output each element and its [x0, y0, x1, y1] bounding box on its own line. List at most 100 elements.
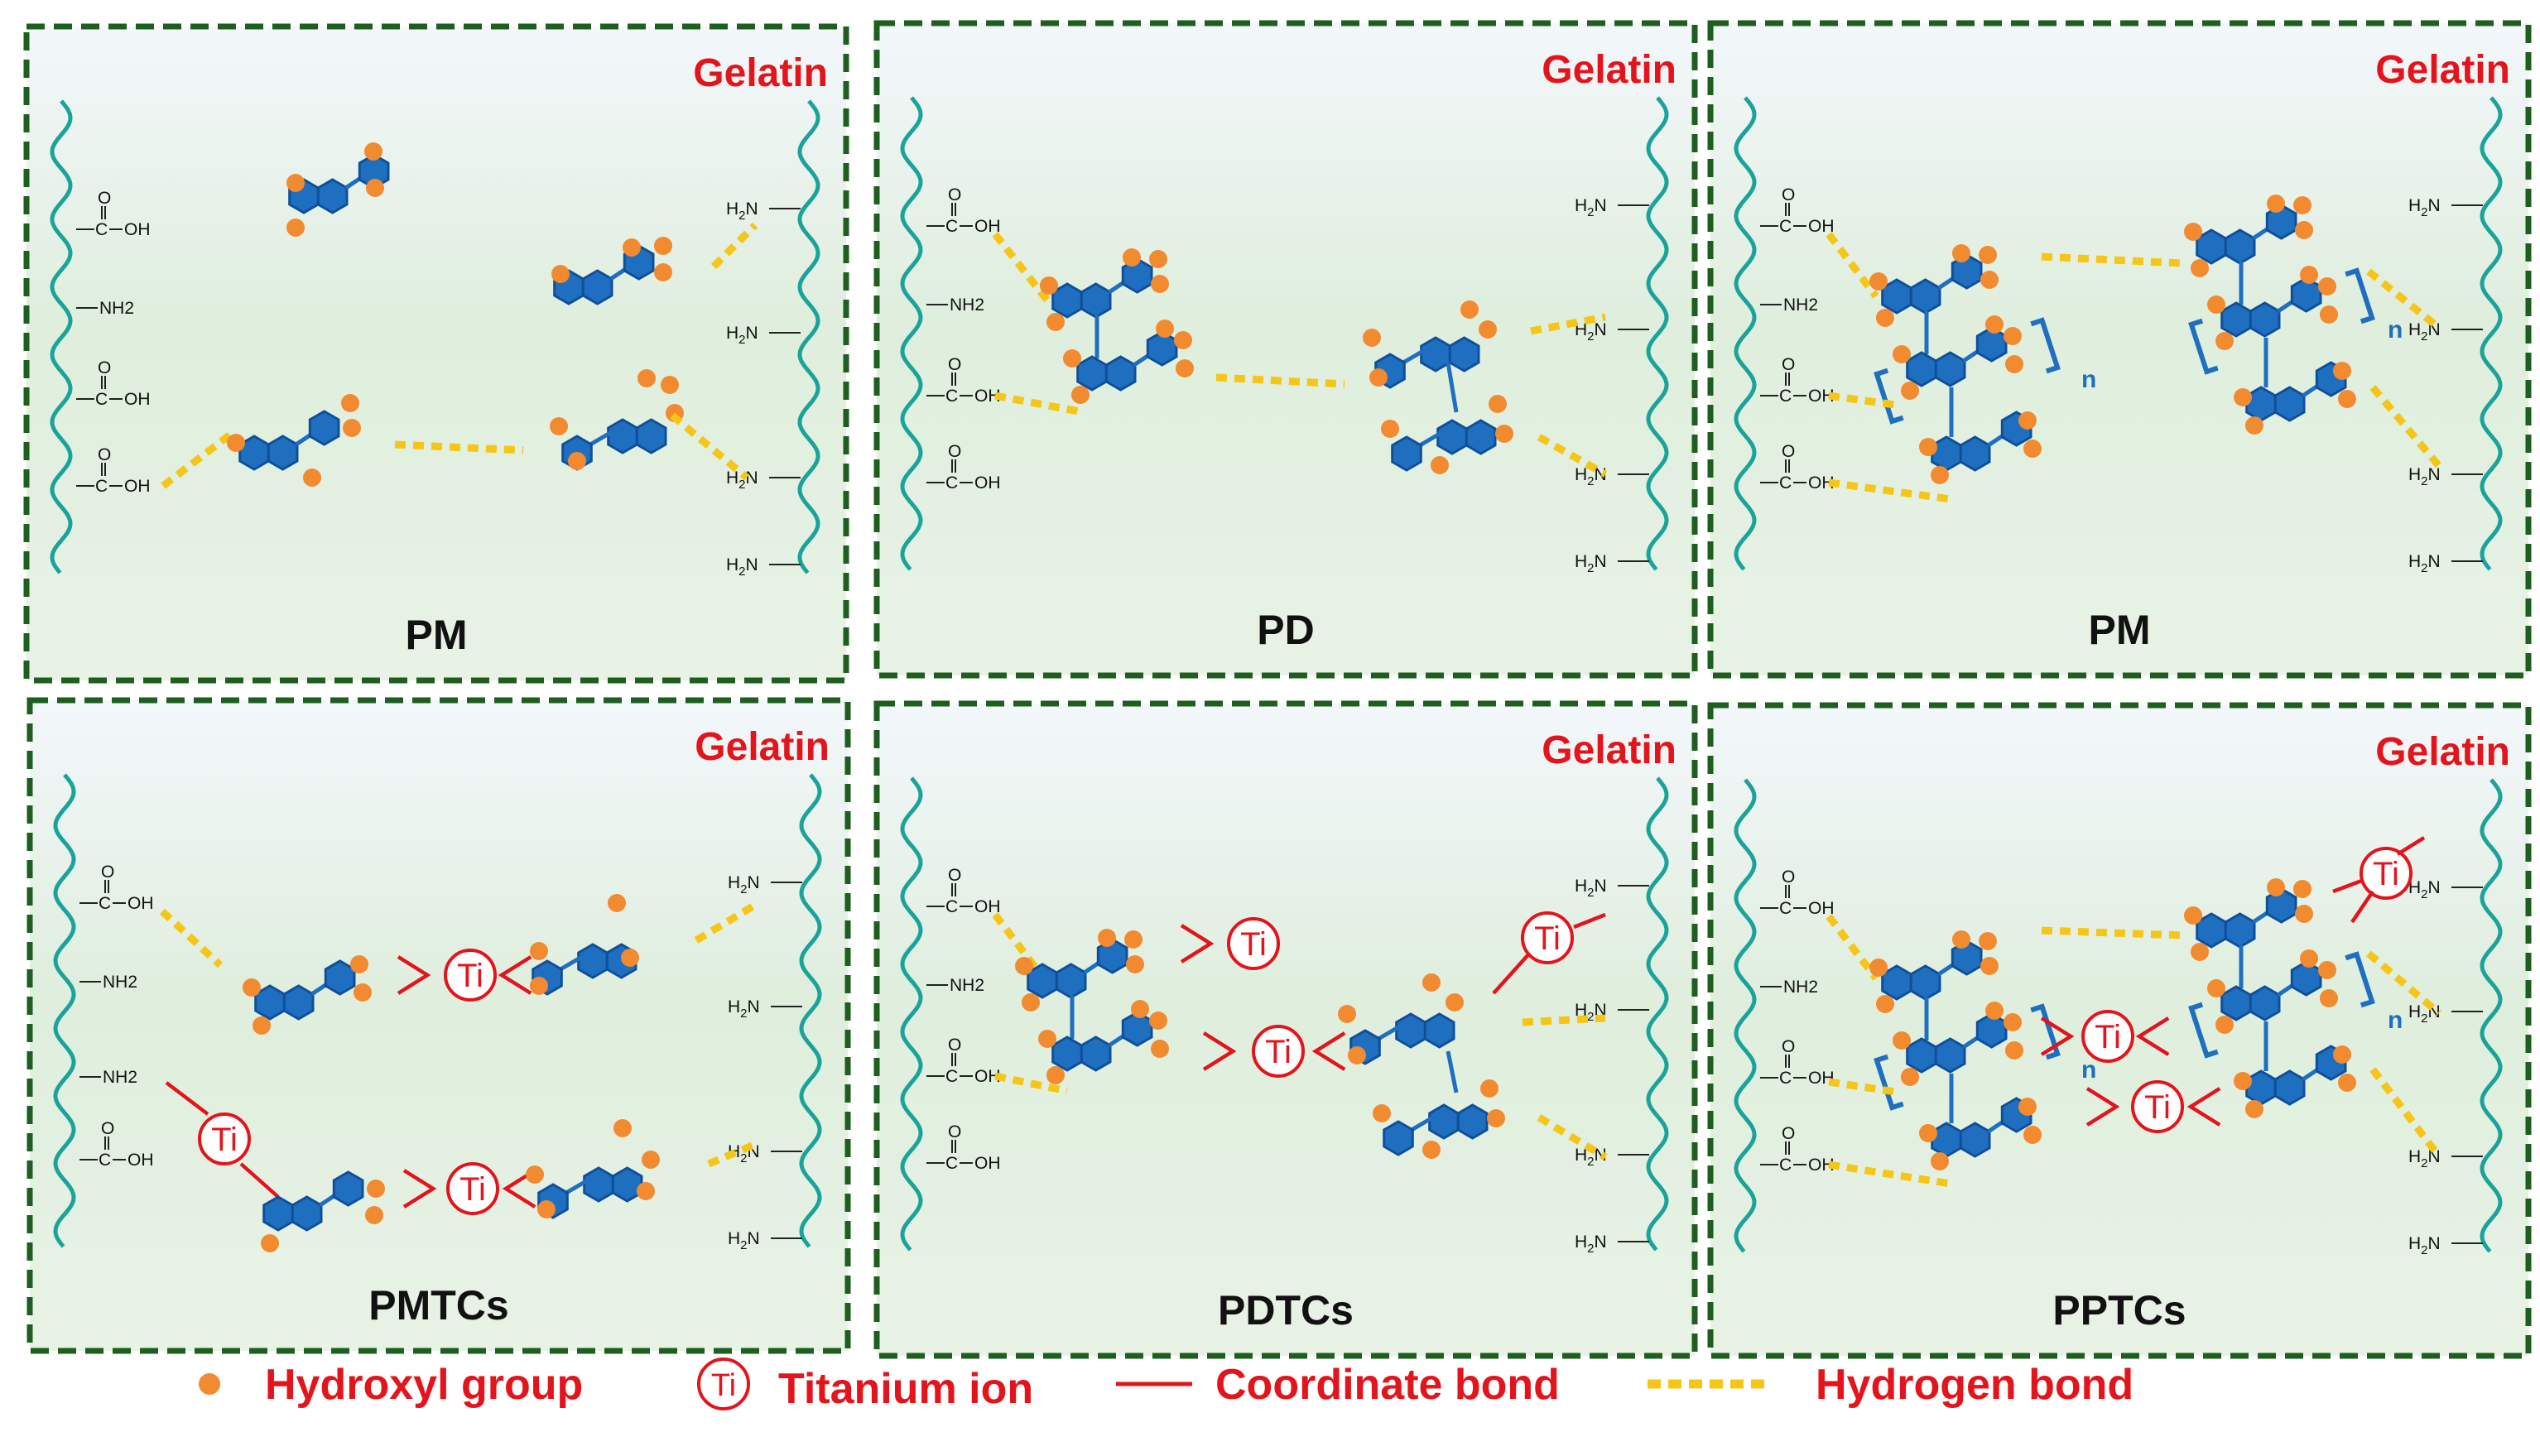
coordinate-bond: [1573, 912, 1606, 930]
amino-group: H2N: [2408, 465, 2483, 488]
aromatic-ring: [1436, 419, 1468, 455]
gelatin-helix: [50, 99, 73, 574]
aromatic-ring: [2224, 228, 2256, 265]
hydrogen-bond: [1530, 313, 1606, 335]
hydroxyl-dot: [2245, 1100, 2263, 1118]
hydroxyl-dot: [613, 1119, 632, 1137]
aromatic-ring: [2224, 912, 2256, 949]
carboxyl-carbon: C: [945, 217, 958, 236]
hydrogen-bond: [1828, 1078, 1902, 1097]
carboxyl-oxygen: O: [948, 866, 961, 885]
aromatic-ring: [1931, 435, 1962, 472]
hydroxyl-dot: [1876, 995, 1894, 1013]
amino-group: H2N: [1575, 320, 1649, 344]
hydroxyl-dot: [1893, 345, 1911, 363]
polymer-bracket: [2188, 951, 2375, 1059]
polyphenol-molecule: [1869, 930, 1999, 1013]
gelatin-label: Gelatin: [2375, 730, 2510, 774]
amino-group: H2N: [2408, 1147, 2483, 1170]
aromatic-ring: [1456, 1103, 1489, 1140]
hydroxyl-dot: [243, 978, 261, 997]
hydrogen-bond: [161, 429, 236, 489]
hydroxyl-dot: [261, 1234, 279, 1252]
aromatic-ring: [2245, 1069, 2277, 1106]
hydroxyl-dot: [2023, 440, 2042, 458]
carboxyl-carbon: C: [1779, 217, 1792, 236]
hydroxyl-dot: [1985, 1002, 2004, 1020]
aromatic-ring: [583, 1166, 614, 1203]
hydroxyl-dot: [2234, 388, 2252, 406]
titanium-ion: Ti: [1521, 911, 1574, 964]
amino-label: H2N: [726, 199, 758, 223]
polyphenol-molecule: [2207, 266, 2338, 350]
aromatic-ring: [1096, 938, 1128, 974]
amino-label: H2N: [726, 324, 758, 347]
carboxyl-oxygen: O: [98, 189, 111, 208]
panel-title: PM: [406, 612, 468, 658]
hydroxyl-dot: [530, 942, 548, 960]
panel-title: PDTCs: [1218, 1287, 1354, 1333]
amino-label: H2N: [2408, 465, 2441, 488]
amino-label: NH2: [1783, 296, 1818, 315]
amino-label: H2N: [726, 555, 758, 579]
hydrogen-bond: [2369, 1067, 2442, 1159]
carboxyl-hydroxyl: OH: [127, 894, 154, 913]
titanium-ion: Ti: [446, 1162, 499, 1215]
aromatic-ring: [2249, 301, 2281, 338]
hydrogen-bond: [1537, 1114, 1608, 1160]
titanium-ion-label: Ti: [459, 1171, 486, 1208]
legend-hydroxyl: Hydroxyl group: [199, 1361, 583, 1409]
hydroxyl-dot: [608, 894, 626, 912]
titanium-ion-label: Ti: [2144, 1089, 2171, 1126]
polyphenol-molecule: [1038, 1000, 1169, 1084]
carboxyl-hydroxyl: OH: [1808, 899, 1835, 918]
coordinate-bond: [2350, 890, 2374, 924]
polyphenol-molecule: [1381, 395, 1513, 474]
hydroxyl-dot: [1176, 359, 1194, 377]
hydrogen-bond: [710, 222, 758, 270]
hydrogen-bond: [992, 912, 1046, 979]
hydroxyl-dot: [1869, 272, 1888, 291]
carboxyl-hydroxyl: OH: [1808, 1156, 1835, 1175]
polyphenol-molecule: [261, 1170, 385, 1252]
carboxyl-hydroxyl: OH: [974, 217, 1001, 236]
hydroxyl-dot: [1131, 1000, 1149, 1018]
coordinate-bond: [2135, 1016, 2170, 1056]
hydroxyl-dot: [1919, 1124, 1937, 1142]
aromatic-ring: [1909, 964, 1941, 1001]
repeat-n: n: [2081, 366, 2096, 393]
aromatic-ring: [1951, 939, 1983, 976]
polyphenol-molecule: [1040, 248, 1169, 331]
aromatic-ring: [1934, 1037, 1966, 1074]
titanium-ion-label: Ti: [1240, 926, 1267, 963]
carboxyl-hydroxyl: OH: [1808, 217, 1835, 236]
gelatin-label: Gelatin: [693, 51, 828, 95]
carboxyl-oxygen: O: [101, 1119, 114, 1138]
amino-label: NH2: [99, 299, 134, 318]
aromatic-ring: [316, 178, 349, 214]
polyphenol-molecule: [1015, 929, 1144, 1012]
panel-pdtcs: GelatinPDTCsH2NH2NH2NH2NCOOHNH2COOHCOOHT…: [873, 700, 1698, 1359]
repeat-n: n: [2388, 316, 2403, 344]
amino-group: H2N: [728, 997, 802, 1021]
hydroxyl-dot: [642, 1151, 660, 1169]
hydroxyl-dot: [1038, 1030, 1056, 1048]
carboxyl-hydroxyl: OH: [974, 1154, 1001, 1173]
hydroxyl-dot: [1046, 1066, 1065, 1084]
aromatic-ring: [1080, 282, 1112, 319]
hydroxyl-dot: [2018, 1098, 2037, 1116]
hydroxyl-dot: [2267, 878, 2285, 896]
amino-group: NH2: [79, 1068, 137, 1087]
carboxyl-oxygen: O: [948, 185, 961, 204]
aromatic-ring: [1080, 1036, 1112, 1072]
carboxyl-oxygen: O: [98, 358, 111, 377]
hydroxyl-dot: [1124, 930, 1143, 949]
panel-frame: [23, 23, 849, 684]
panel-title: PMTCs: [368, 1282, 508, 1329]
coordinate-bond: [2186, 1087, 2221, 1127]
polyphenol-molecule: [1338, 973, 1464, 1065]
